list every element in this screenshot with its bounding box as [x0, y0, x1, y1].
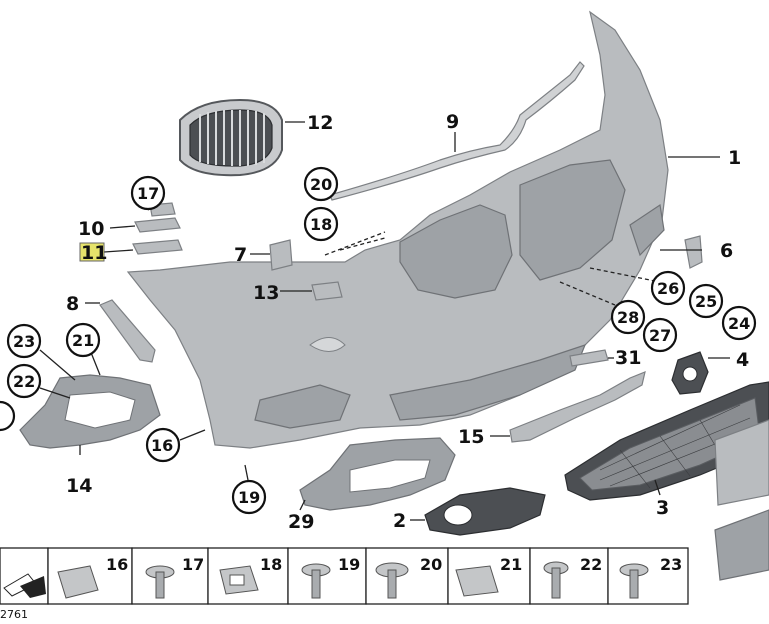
clip-10: [134, 217, 181, 233]
fog-light-cover-right: [671, 351, 709, 395]
strip-label-21: 21: [500, 555, 522, 574]
callout-27: 27: [649, 326, 671, 345]
callout-25: 25: [695, 292, 717, 311]
left-lower-bracket: [19, 374, 161, 449]
callout-11: 11: [81, 242, 107, 264]
callout-3: 3: [656, 497, 669, 519]
fastener-strip: 16 17 18 19 20 21 22 23: [0, 547, 689, 605]
callout-7: 7: [234, 244, 247, 266]
tow-hook-cover: [311, 281, 343, 301]
callout-1: 1: [728, 147, 741, 169]
strip-label-17: 17: [182, 555, 204, 574]
front-bumper-cover: [126, 10, 669, 449]
callout-17: 17: [137, 184, 159, 203]
callout-22: 22: [13, 372, 35, 391]
leader-lines: [39, 121, 730, 521]
highlight-box: [79, 242, 105, 262]
callout-9: 9: [446, 111, 459, 133]
clip-31: [569, 349, 609, 367]
callout-29: 29: [288, 511, 314, 533]
callout-24: 24: [728, 314, 750, 333]
strip-label-16: 16: [106, 555, 128, 574]
strip-label-23: 23: [660, 555, 682, 574]
callout-26: 26: [657, 279, 679, 298]
circled-callouts: 16 17 18 19 20 21 22 23 24 25 26 27 28: [0, 166, 757, 515]
bracket-7: [269, 239, 293, 271]
trim-strip: [329, 61, 585, 201]
callout-15: 15: [458, 426, 484, 448]
side-trim: [99, 299, 156, 363]
kidney-grille: [179, 98, 283, 177]
license-plate-bracket: [714, 509, 769, 581]
clip-6: [684, 235, 703, 269]
callout-8: 8: [66, 293, 79, 315]
callout-18: 18: [310, 215, 332, 234]
center-bracket: [509, 371, 646, 443]
strip-label-22: 22: [580, 555, 602, 574]
callout-23: 23: [13, 332, 35, 351]
clip-11: [132, 239, 183, 255]
callout-10: 10: [78, 218, 104, 240]
strip-label-19: 19: [338, 555, 360, 574]
license-plate-base: [714, 419, 769, 506]
strip-label-18: 18: [260, 555, 282, 574]
callout-4: 4: [736, 349, 749, 371]
callout-31: 31: [615, 347, 641, 369]
callout-21: 21: [72, 331, 94, 350]
callout-6: 6: [720, 240, 733, 262]
callout-2: 2: [393, 510, 406, 532]
fog-light-cover-left: [424, 487, 546, 536]
strip-label-20: 20: [420, 555, 442, 574]
callout-13: 13: [253, 282, 279, 304]
reference-code: 2761: [0, 608, 28, 621]
callout-28: 28: [617, 308, 639, 327]
callout-16: 16: [151, 436, 173, 455]
callout-14: 14: [66, 475, 92, 497]
left-air-duct: [299, 437, 456, 511]
callout-19: 19: [238, 488, 260, 507]
callout-12: 12: [307, 112, 333, 134]
callout-20: 20: [310, 175, 332, 194]
